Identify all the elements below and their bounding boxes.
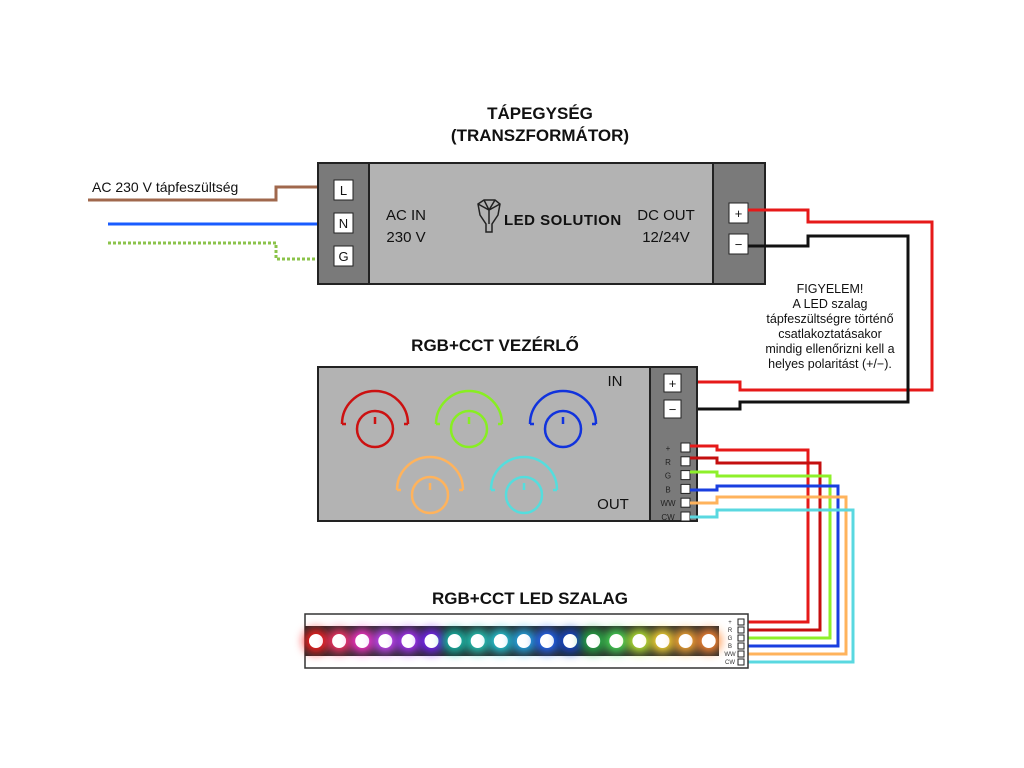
controller-out-terminal-label: +: [666, 444, 671, 453]
terminal-dc-plus: +: [735, 206, 743, 221]
dial-knob-icon: [434, 389, 504, 449]
controller-out-terminal: [680, 511, 691, 522]
led: [332, 634, 347, 648]
strip-terminal: [737, 618, 745, 626]
strip-terminal-label: +: [728, 620, 732, 626]
controller-out-terminal-label: G: [665, 472, 671, 481]
wire-output-b: [690, 484, 840, 648]
led-strip: + RGB WW CW: [304, 613, 749, 669]
led: [309, 634, 323, 648]
led: [493, 634, 508, 648]
power-supply-subtitle: (TRANSZFORMÁTOR): [451, 126, 629, 145]
power-supply-title: TÁPEGYSÉG: [487, 104, 593, 123]
wire-output-ww: [690, 495, 848, 656]
led: [678, 634, 693, 648]
controller-in-plus: +: [669, 376, 677, 391]
led: [632, 634, 647, 648]
led: [355, 634, 370, 648]
warning-line: A LED szalag: [792, 297, 867, 311]
warning-line: mindig ellenőrizni kell a: [765, 342, 894, 356]
controller-out-terminal-label: R: [665, 458, 671, 467]
strip-terminal-label: G: [728, 636, 733, 642]
controller-title: RGB+CCT VEZÉRLŐ: [411, 336, 579, 355]
ac-input-label: AC 230 V tápfeszültség: [92, 179, 238, 195]
bulb-logo-icon: [477, 199, 501, 233]
ac-in-voltage: 230 V: [386, 229, 425, 246]
led: [609, 634, 624, 648]
wire-output-cw: [690, 508, 855, 664]
wire-output-r: [690, 456, 822, 632]
led: [424, 634, 439, 648]
controller-out-terminal-label: CW: [661, 513, 675, 522]
controller-out-terminal: [680, 483, 691, 494]
controller-in-minus: −: [669, 402, 677, 417]
controller-in-label: IN: [608, 373, 623, 390]
wire-dc-negative: [697, 234, 910, 411]
strip-terminal: [737, 642, 745, 650]
strip-terminal-label: WW: [724, 652, 736, 658]
led: [516, 634, 531, 648]
controller-out-terminal: [680, 497, 691, 508]
led: [586, 634, 601, 648]
led: [470, 634, 485, 648]
warning-line: tápfeszültségre történő: [766, 312, 893, 326]
wire-live-brown: [88, 185, 334, 202]
dc-out-label: DC OUT: [637, 207, 695, 224]
led: [540, 634, 554, 648]
wire-output-plus: [690, 444, 810, 624]
controller-out-terminal-label: B: [665, 485, 670, 494]
led: [401, 634, 416, 648]
strip-terminal: [737, 626, 745, 634]
power-supply: L N G AC IN 230 V LED SOLUTION DC OUT 12…: [317, 162, 766, 285]
polarity-warning: FIGYELEM! A LED szalag tápfeszültségre t…: [765, 282, 894, 371]
dial-knob-icon: [489, 455, 559, 515]
wire-output-g: [690, 470, 832, 640]
strip-terminal-label: R: [728, 628, 733, 634]
dial-knob-icon: [340, 389, 410, 449]
controller-out-terminal: [680, 456, 691, 467]
ac-in-label: AC IN: [386, 207, 426, 224]
controller-out-terminal-label: WW: [660, 499, 676, 508]
controller-out-terminal: [680, 442, 691, 453]
led: [447, 634, 462, 648]
controller: IN OUT + − + RGB WW CW: [317, 366, 698, 522]
dc-out-voltage: 12/24V: [642, 229, 690, 246]
controller-out-terminal: [680, 470, 691, 481]
strip-terminal-label: B: [728, 644, 732, 650]
wire-dc-positive: [697, 208, 934, 392]
strip-terminal: [737, 634, 745, 642]
controller-out-label: OUT: [597, 496, 629, 513]
led: [655, 634, 670, 648]
led: [378, 634, 393, 648]
strip-terminal: [737, 650, 745, 658]
terminal-n: N: [339, 216, 348, 231]
warning-line: FIGYELEM!: [797, 282, 864, 296]
led: [701, 634, 716, 648]
dial-knob-icon: [528, 389, 598, 449]
warning-line: helyes polaritást (+/−).: [768, 357, 892, 371]
terminal-dc-minus: −: [735, 237, 743, 252]
terminal-g: G: [338, 249, 348, 264]
strip-terminal: [737, 658, 745, 666]
strip-terminal-label: CW: [725, 660, 735, 666]
warning-line: csatlakoztatásakor: [778, 327, 882, 341]
led: [563, 634, 578, 648]
wire-ground-green: [108, 241, 334, 261]
dial-knob-icon: [395, 455, 465, 515]
logo-text: LED SOLUTION: [504, 212, 622, 229]
strip-title: RGB+CCT LED SZALAG: [432, 589, 628, 608]
terminal-l: L: [340, 183, 347, 198]
